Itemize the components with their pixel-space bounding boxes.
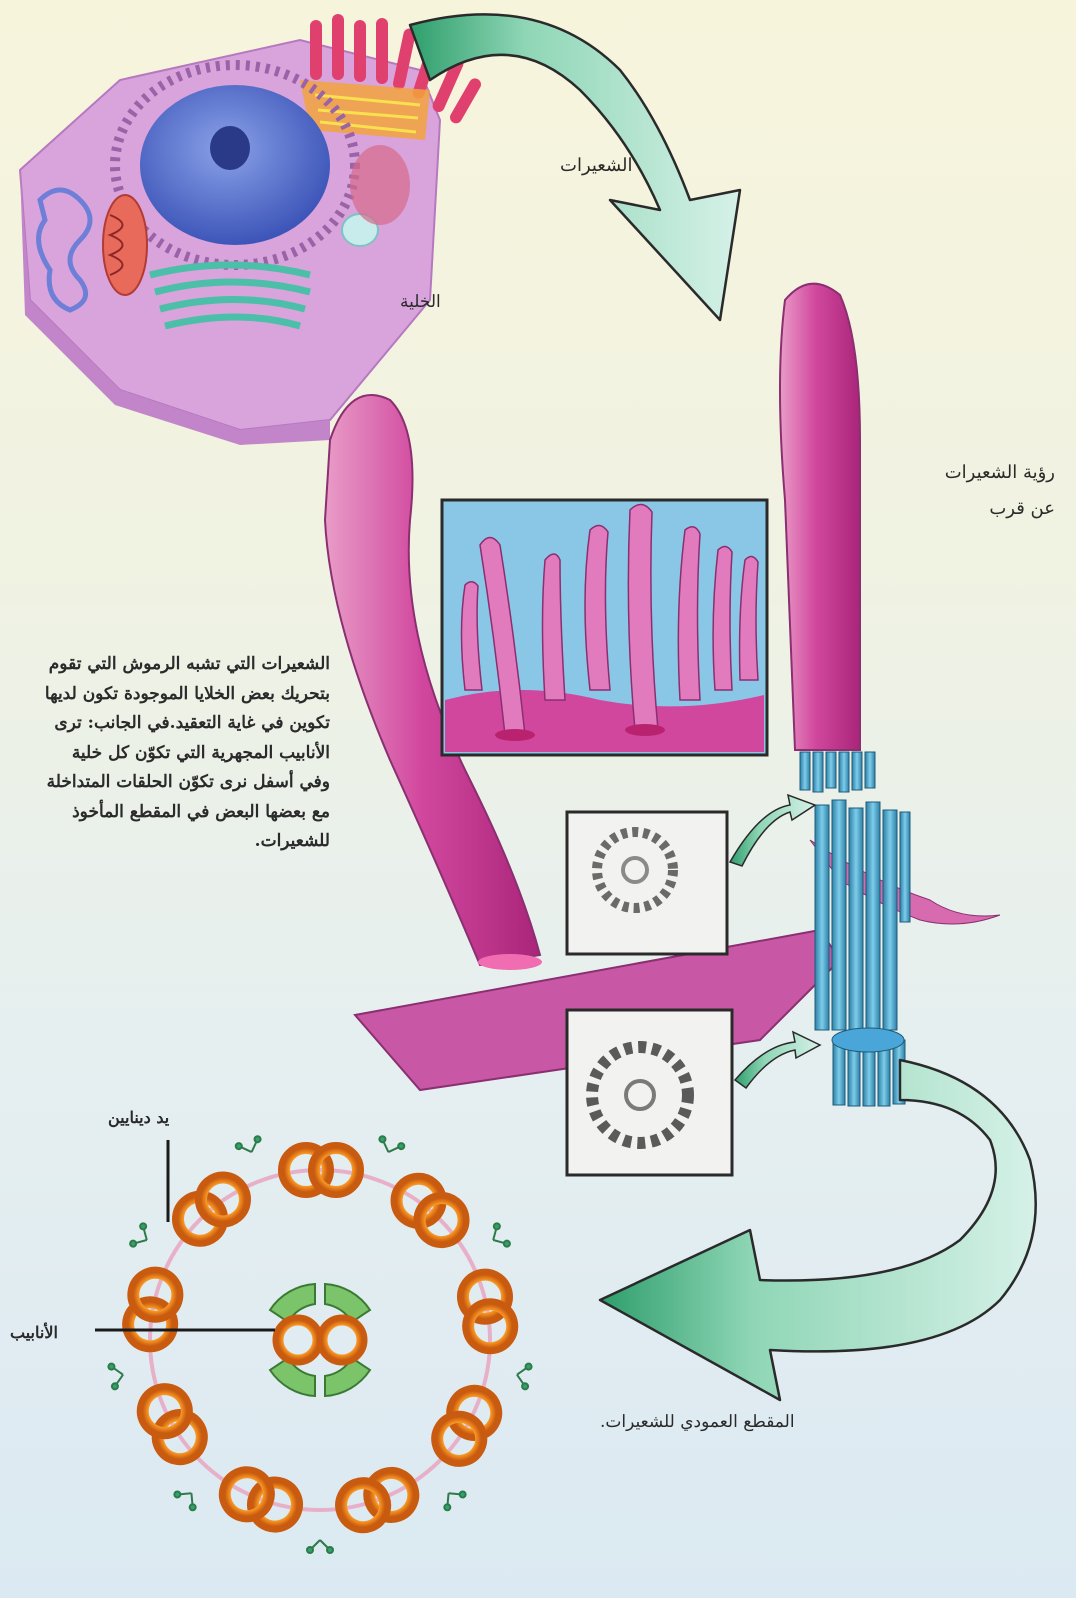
central-pair (278, 1320, 362, 1360)
cilium-microtubule-ends (800, 752, 875, 792)
label-closeup: رؤية الشعيرات عن قرب (925, 455, 1055, 527)
cilium-closeup (780, 284, 875, 792)
label-tubules: الأنابيب (10, 1323, 58, 1342)
cell-illustration (20, 14, 483, 445)
axoneme-cross-section (108, 1135, 532, 1553)
label-cilia: الشعيرات (560, 155, 633, 176)
inset-em-section-1 (567, 812, 727, 954)
inset-cilia-photo (442, 500, 767, 755)
inset-em-section-2 (567, 1010, 732, 1175)
description-text: الشعيرات التي تشبه الرموش التي تقوم بتحر… (40, 650, 330, 857)
label-cross-section: المقطع العمودي للشعيرات. (600, 1412, 795, 1432)
label-cell: الخلية (400, 292, 441, 312)
mitochondrion (103, 195, 147, 295)
label-dynein-arm: يد دينايين (108, 1108, 169, 1127)
